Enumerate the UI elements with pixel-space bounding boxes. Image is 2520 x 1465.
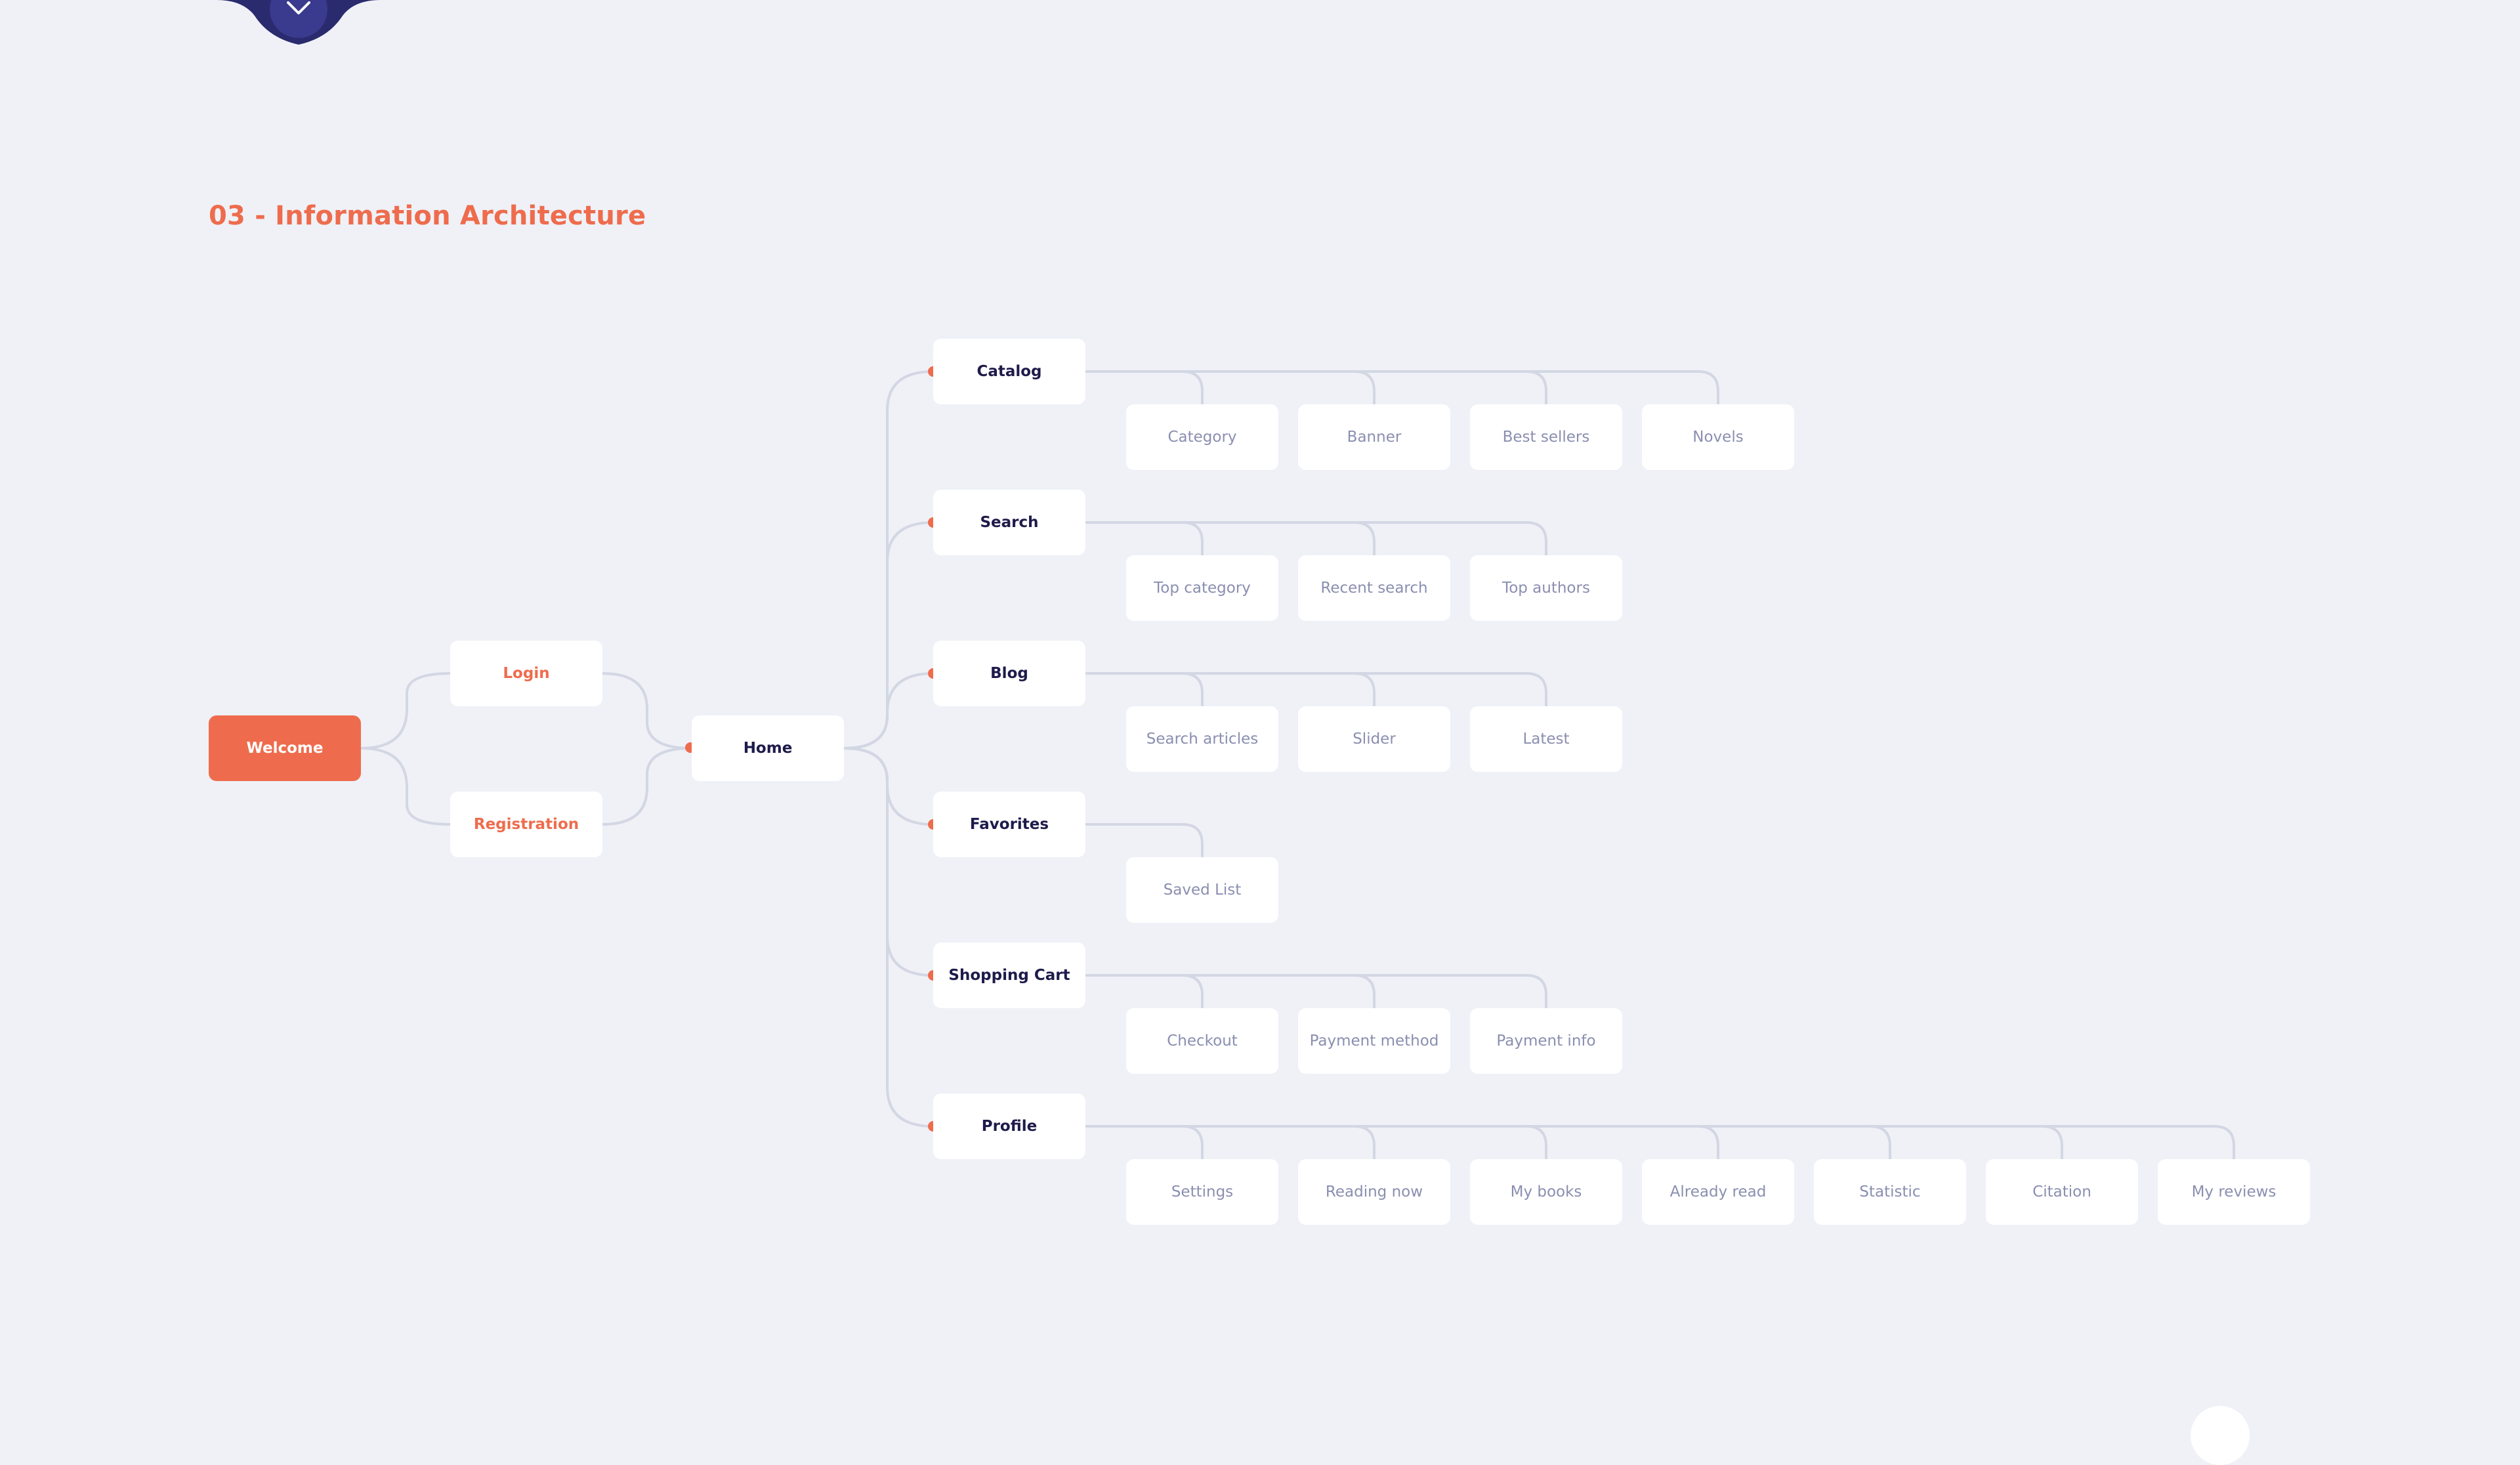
leaf-banner[interactable]: Banner <box>1298 404 1450 470</box>
link-login-home <box>602 672 692 750</box>
leaf-best-sellers[interactable]: Best sellers <box>1470 404 1622 470</box>
link-search-top-authors <box>1085 521 1547 555</box>
leaf-my-books[interactable]: My books <box>1470 1159 1622 1225</box>
leaf-latest[interactable]: Latest <box>1470 706 1622 772</box>
scroll-top-button[interactable] <box>2191 1406 2250 1465</box>
link-profile-my-books <box>1085 1125 1547 1159</box>
leaf-payment-info[interactable]: Payment info <box>1470 1008 1622 1074</box>
link-search-recent-search <box>1085 521 1376 555</box>
node-shopping-cart[interactable]: Shopping Cart <box>933 943 1085 1008</box>
section-title: 03 - Information Architecture <box>209 201 646 231</box>
link-profile-settings <box>1085 1125 1204 1159</box>
link-registration-home <box>602 747 692 826</box>
link-catalog-best-sellers <box>1085 370 1547 404</box>
leaf-top-authors[interactable]: Top authors <box>1470 555 1622 621</box>
node-login[interactable]: Login <box>450 641 602 706</box>
link-blog-slider <box>1085 672 1376 706</box>
link-catalog-novels <box>1085 370 1719 404</box>
node-blog[interactable]: Blog <box>933 641 1085 706</box>
node-favorites[interactable]: Favorites <box>933 792 1085 857</box>
leaf-my-reviews[interactable]: My reviews <box>2158 1159 2310 1225</box>
leaf-category[interactable]: Category <box>1126 404 1278 470</box>
link-search-top-category <box>1085 521 1204 555</box>
leaf-reading-now[interactable]: Reading now <box>1298 1159 1450 1225</box>
leaf-checkout[interactable]: Checkout <box>1126 1008 1278 1074</box>
link-favorites-saved-list <box>1085 823 1204 857</box>
node-registration[interactable]: Registration <box>450 792 602 857</box>
link-profile-my-reviews <box>1085 1125 2235 1159</box>
leaf-statistic[interactable]: Statistic <box>1814 1159 1966 1225</box>
link-profile-citation <box>1085 1125 2063 1159</box>
link-shopping-cart-checkout <box>1085 974 1204 1008</box>
leaf-novels[interactable]: Novels <box>1642 404 1794 470</box>
link-shopping-cart-payment-info <box>1085 974 1547 1008</box>
chevron-down-icon <box>287 1 310 14</box>
link-catalog-banner <box>1085 370 1376 404</box>
link-blog-latest <box>1085 672 1547 706</box>
node-catalog[interactable]: Catalog <box>933 339 1085 404</box>
leaf-search-articles[interactable]: Search articles <box>1126 706 1278 772</box>
node-welcome[interactable]: Welcome <box>209 715 361 781</box>
link-profile-statistic <box>1085 1125 1891 1159</box>
link-home-blog <box>843 672 934 750</box>
leaf-settings[interactable]: Settings <box>1126 1159 1278 1225</box>
tab-notch[interactable] <box>217 0 381 47</box>
node-profile[interactable]: Profile <box>933 1093 1085 1159</box>
node-search[interactable]: Search <box>933 490 1085 555</box>
leaf-top-category[interactable]: Top category <box>1126 555 1278 621</box>
link-catalog-category <box>1085 370 1204 404</box>
leaf-already-read[interactable]: Already read <box>1642 1159 1794 1225</box>
link-profile-reading-now <box>1085 1125 1376 1159</box>
link-shopping-cart-payment-method <box>1085 974 1376 1008</box>
link-blog-search-articles <box>1085 672 1204 706</box>
leaf-slider[interactable]: Slider <box>1298 706 1450 772</box>
link-home-profile <box>843 747 934 1128</box>
node-home[interactable]: Home <box>692 715 844 781</box>
link-profile-already-read <box>1085 1125 1719 1159</box>
link-welcome-registration <box>360 747 451 826</box>
leaf-payment-method[interactable]: Payment method <box>1298 1008 1450 1074</box>
connector-lines <box>360 370 2235 1159</box>
leaf-saved-list[interactable]: Saved List <box>1126 857 1278 923</box>
link-welcome-login <box>360 672 451 750</box>
leaf-recent-search[interactable]: Recent search <box>1298 555 1450 621</box>
leaf-citation[interactable]: Citation <box>1986 1159 2138 1225</box>
